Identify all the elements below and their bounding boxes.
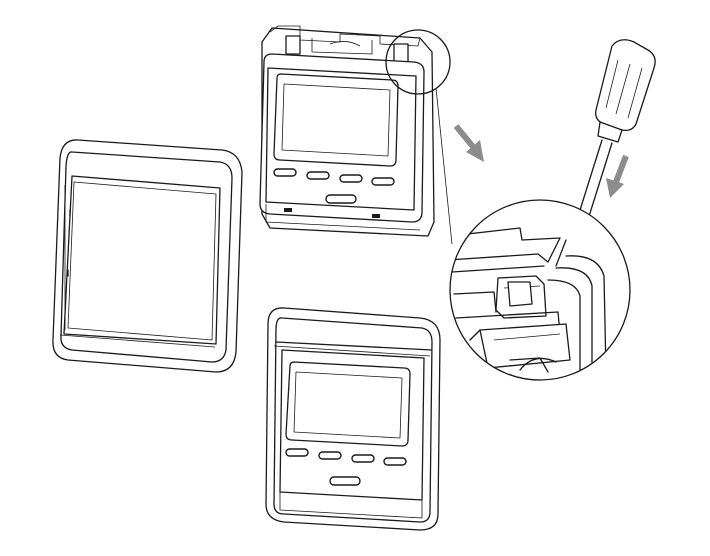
screwdriver-icon [569, 39, 656, 257]
module-button-3 [339, 174, 363, 183]
cover-frame [52, 139, 243, 373]
thermostat-module [259, 25, 451, 237]
corner-highlight-circle [385, 29, 451, 95]
module-button-4 [371, 177, 395, 186]
module-button-1 [273, 168, 297, 177]
assembled-button-1 [285, 448, 309, 457]
assembled-button-4 [383, 457, 407, 466]
module-button-2 [306, 171, 330, 180]
arrow-down-right [606, 154, 629, 198]
assembled-button-2 [318, 451, 342, 460]
arrow-down-left [453, 124, 484, 162]
assembled-button-3 [351, 454, 375, 463]
detail-magnifier [435, 87, 631, 381]
assembled-thermostat [265, 307, 441, 531]
